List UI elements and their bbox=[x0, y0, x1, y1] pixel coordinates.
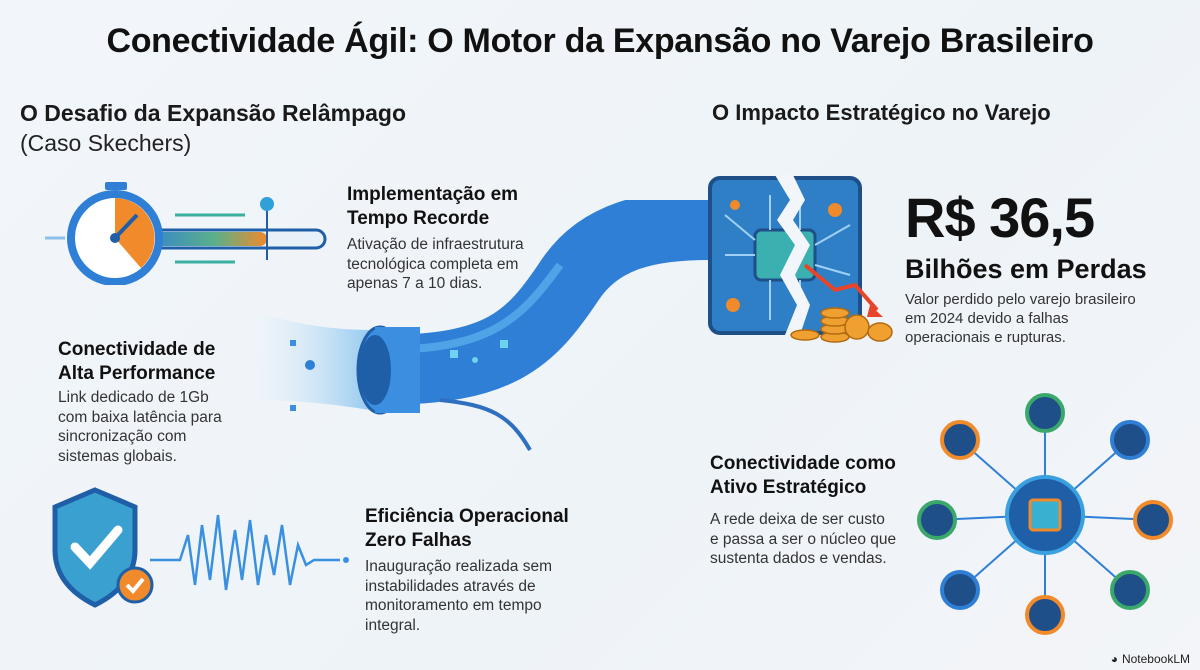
block-implementacao: Implementação em Tempo Recorde Ativação … bbox=[347, 183, 524, 294]
notebooklm-logo-icon: ◕ bbox=[1110, 652, 1118, 666]
brand-label: NotebookLM bbox=[1121, 652, 1190, 666]
notebooklm-brand: ◕ NotebookLM bbox=[1111, 652, 1190, 666]
block-title: Tempo Recorde bbox=[347, 208, 490, 229]
shield-check-icon bbox=[52, 487, 349, 608]
cable-icon bbox=[250, 200, 711, 451]
block-title: Eficiência Operacional bbox=[365, 506, 569, 527]
block-title: Zero Falhas bbox=[365, 530, 472, 551]
block-ativo-estrategico: Conectividade como Ativo Estratégico A r… bbox=[710, 452, 896, 569]
block-conectividade: Conectividade de Alta Performance Link d… bbox=[58, 338, 222, 466]
block-title: Conectividade de bbox=[58, 339, 216, 360]
left-section-heading: O Desafio da Expansão Relâmpago bbox=[20, 100, 407, 126]
block-eficiencia: Eficiência Operacional Zero Falhas Inaug… bbox=[365, 505, 569, 635]
broken-circuit-chip-icon bbox=[708, 175, 893, 343]
block-title: Alta Performance bbox=[58, 363, 216, 384]
loss-value: R$ 36,5 bbox=[905, 186, 1095, 249]
page-title: Conectividade Ágil: O Motor da Expansão … bbox=[106, 22, 1094, 60]
right-section-heading: O Impacto Estratégico no Varejo bbox=[712, 100, 1051, 125]
block-title: Ativo Estratégico bbox=[710, 477, 867, 498]
left-section-subheading: (Caso Skechers) bbox=[20, 130, 192, 156]
loss-label: Bilhões em Perdas bbox=[905, 254, 1147, 284]
block-title: Implementação em bbox=[347, 184, 519, 205]
block-title: Conectividade como bbox=[710, 453, 896, 474]
stopwatch-icon bbox=[45, 182, 327, 285]
network-hub-icon bbox=[917, 393, 1173, 635]
